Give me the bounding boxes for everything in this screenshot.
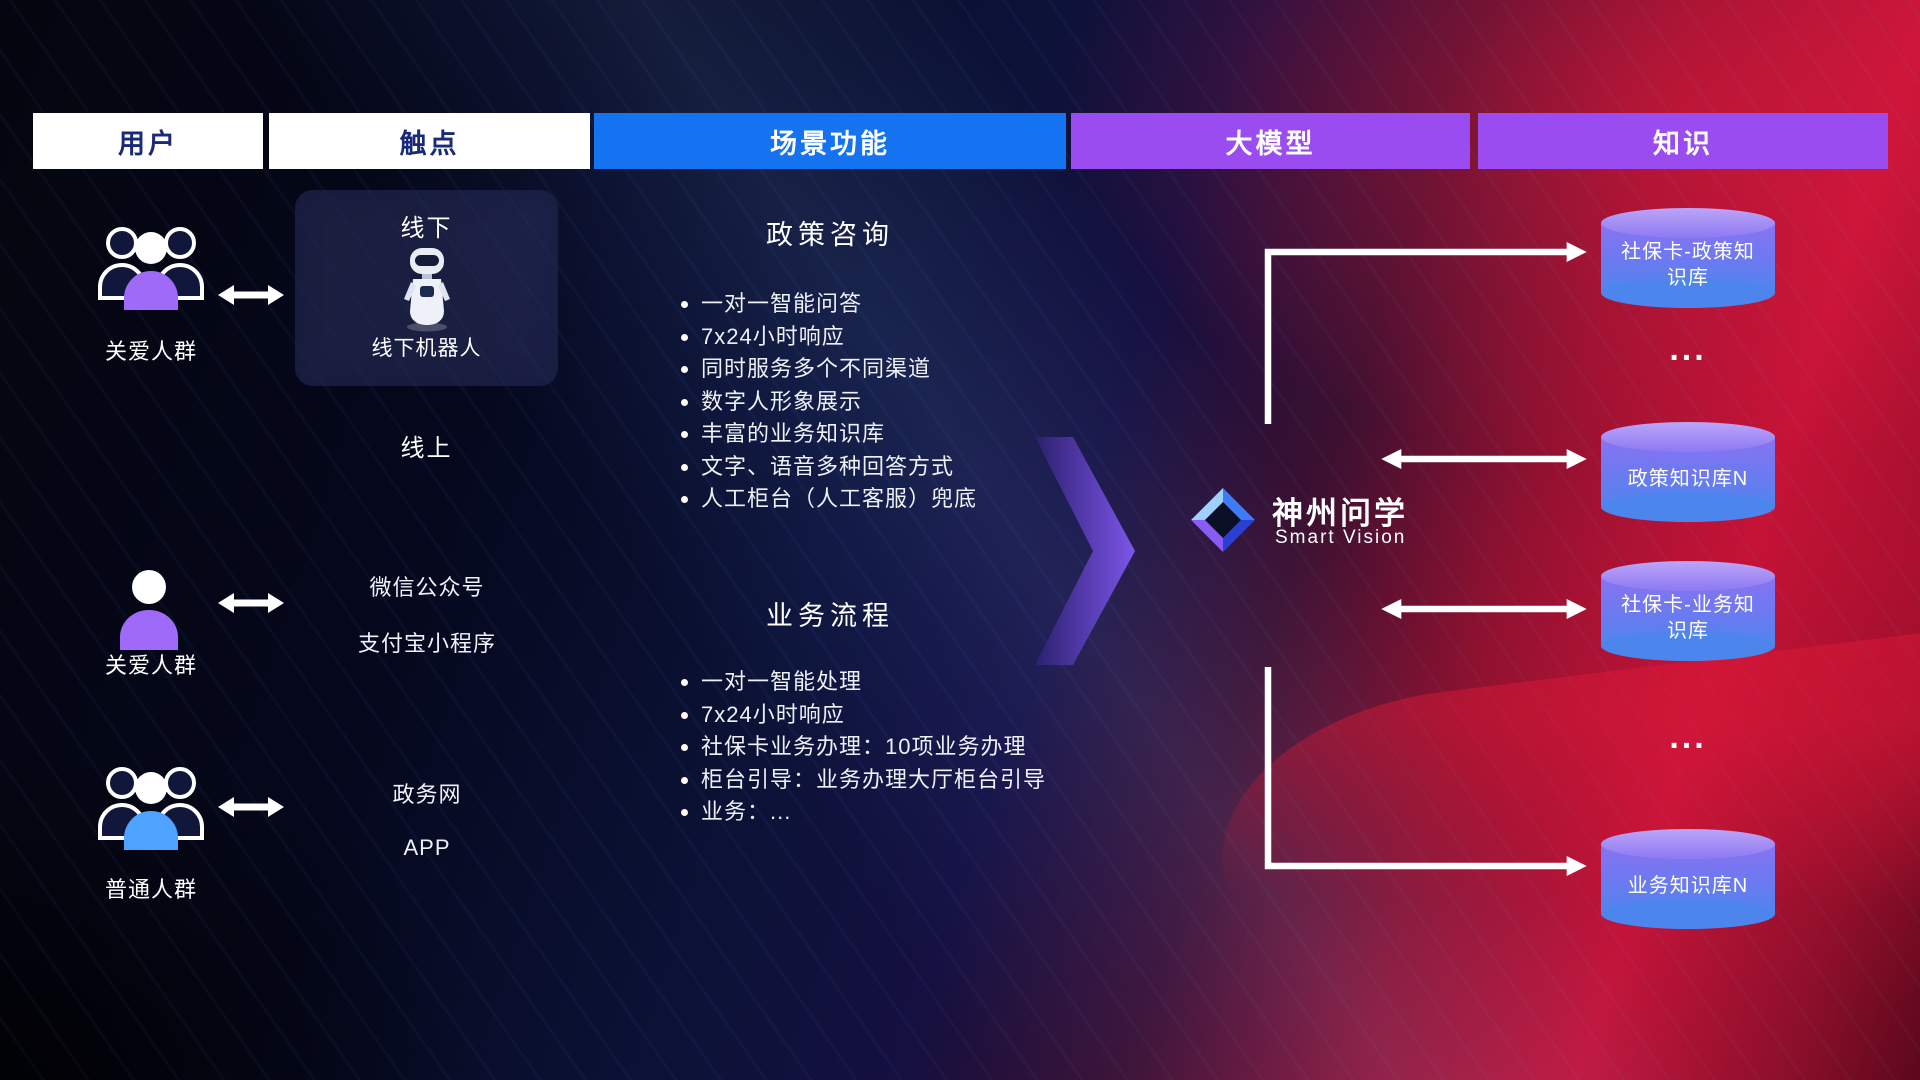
smart-vision-logo-icon xyxy=(1191,488,1255,552)
ellipsis-more-dbs: ... xyxy=(1669,718,1707,756)
channel-alipay-miniprogram: 支付宝小程序 xyxy=(357,631,496,656)
scenario-business-list: 一对一智能处理 7x24小时响应 社保卡业务办理：10项业务办理 柜台引导：业务… xyxy=(677,666,1046,829)
knowledge-db-policy-n: 政策知识库N xyxy=(1601,422,1775,522)
model-name: 神州问学 xyxy=(1272,496,1408,531)
user-group-label: 关爱人群 xyxy=(104,339,197,364)
cylinder-cap xyxy=(1601,422,1775,452)
knowledge-db-sscard-policy: 社保卡-政策知识库 xyxy=(1601,208,1775,308)
list-item: 7x24小时响应 xyxy=(677,321,977,354)
bidirectional-arrow-icon xyxy=(218,797,284,817)
knowledge-db-label: 政策知识库N xyxy=(1627,468,1749,490)
user-group-label: 关爱人群 xyxy=(104,653,197,678)
list-item: 社保卡业务办理：10项业务办理 xyxy=(677,731,1046,764)
header-users: 用户 xyxy=(33,113,263,169)
knowledge-db-label: 社保卡-业务知识库 xyxy=(1621,594,1755,642)
list-item: 业务：... xyxy=(677,796,1046,829)
knowledge-db-label: 业务知识库N xyxy=(1627,875,1749,897)
cylinder-base xyxy=(1601,492,1775,522)
list-item: 人工柜台（人工客服）兜底 xyxy=(677,483,977,516)
user-group-blue-icon xyxy=(98,767,204,850)
cylinder-base xyxy=(1601,899,1775,929)
knowledge-db-sscard-business: 社保卡-业务知识库 xyxy=(1601,561,1775,661)
scenario-business-title: 业务流程 xyxy=(766,601,894,631)
list-item: 一对一智能处理 xyxy=(677,666,1046,699)
channel-wechat: 微信公众号 xyxy=(369,575,485,600)
header-scenario-functions: 场景功能 xyxy=(594,113,1066,169)
channel-app: APP xyxy=(403,835,451,860)
list-item: 数字人形象展示 xyxy=(677,386,977,419)
list-item: 柜台引导：业务办理大厅柜台引导 xyxy=(677,764,1046,797)
user-single-purple-icon xyxy=(120,570,178,650)
header-knowledge: 知识 xyxy=(1478,113,1888,169)
knowledge-db-label: 社保卡-政策知识库 xyxy=(1621,241,1755,289)
bidirectional-arrow-icon xyxy=(218,593,284,613)
list-item: 丰富的业务知识库 xyxy=(677,418,977,451)
robot-icon xyxy=(404,248,450,332)
header-large-model: 大模型 xyxy=(1071,113,1470,169)
background-red-swoosh xyxy=(1204,621,1920,1019)
cylinder-base xyxy=(1601,631,1775,661)
offline-title: 线下 xyxy=(400,215,453,242)
list-item: 文字、语音多种回答方式 xyxy=(677,451,977,484)
scenario-policy-title: 政策咨询 xyxy=(766,220,894,250)
flow-arrow xyxy=(1035,437,1135,665)
cylinder-cap xyxy=(1601,829,1775,859)
channel-gov-web: 政务网 xyxy=(392,782,462,807)
cylinder-cap xyxy=(1601,208,1775,238)
user-group-purple-icon xyxy=(98,227,204,310)
scenario-policy-list: 一对一智能问答 7x24小时响应 同时服务多个不同渠道 数字人形象展示 丰富的业… xyxy=(677,288,977,516)
header-touchpoints: 触点 xyxy=(269,113,590,169)
bidirectional-arrow-icon xyxy=(218,285,284,305)
cylinder-cap xyxy=(1601,561,1775,591)
list-item: 同时服务多个不同渠道 xyxy=(677,353,977,386)
ellipsis-more-dbs: ... xyxy=(1669,330,1707,368)
list-item: 一对一智能问答 xyxy=(677,288,977,321)
offline-robot-label: 线下机器人 xyxy=(371,337,482,360)
model-subtitle: Smart Vision xyxy=(1275,527,1407,548)
list-item: 7x24小时响应 xyxy=(677,699,1046,732)
knowledge-db-business-n: 业务知识库N xyxy=(1601,829,1775,929)
online-title: 线上 xyxy=(400,435,453,462)
cylinder-base xyxy=(1601,278,1775,308)
user-group-label: 普通人群 xyxy=(104,877,197,902)
